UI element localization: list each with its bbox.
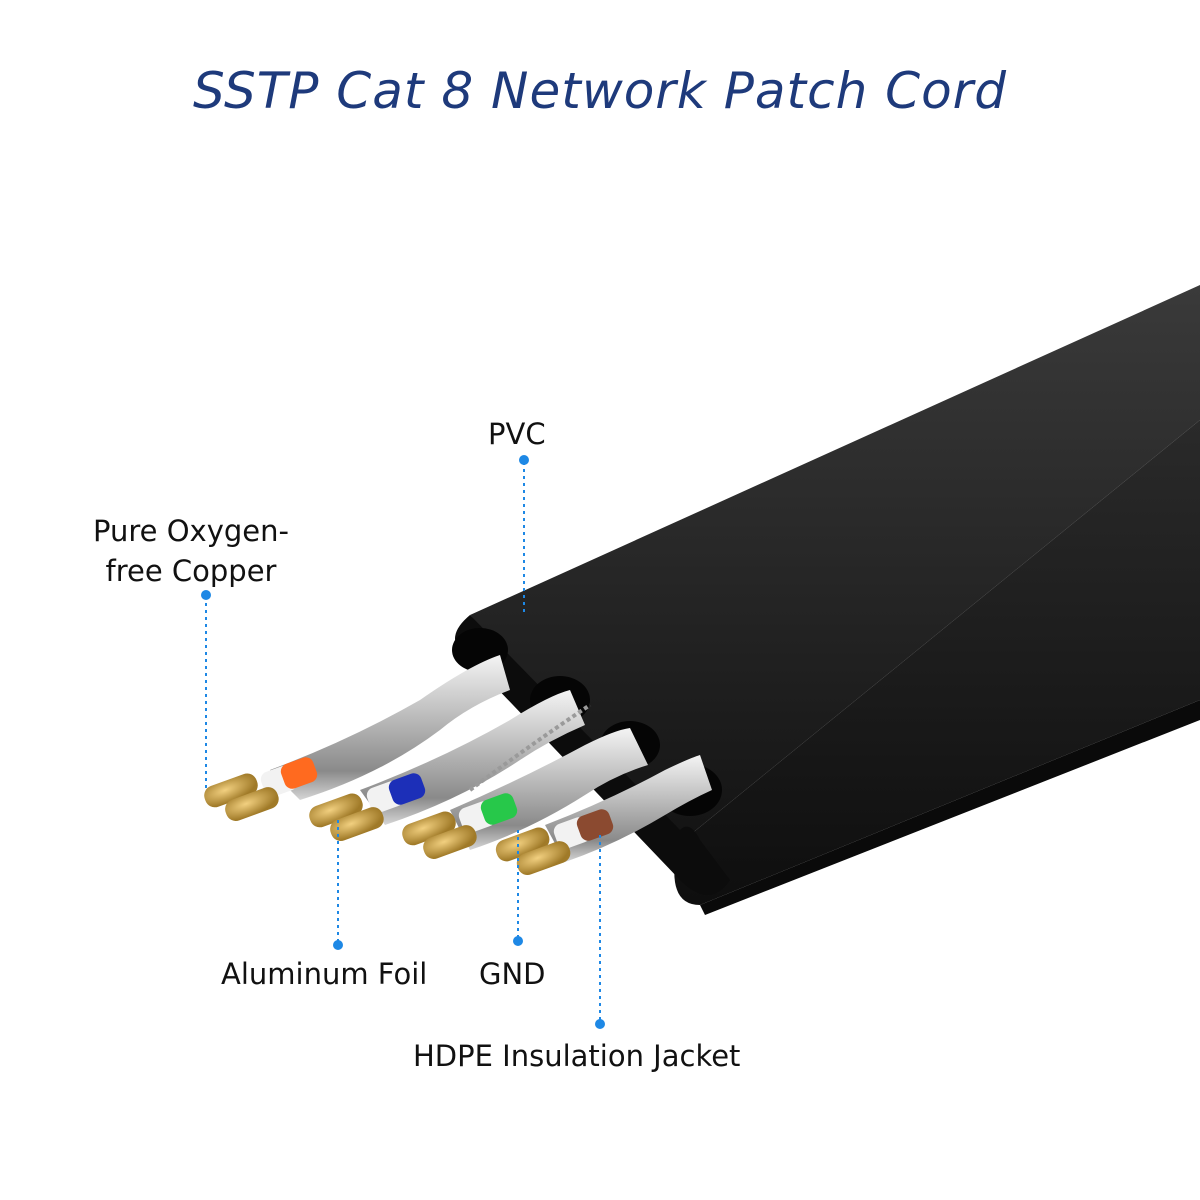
label-hdpe-insulation-jacket: HDPE Insulation Jacket: [413, 1039, 741, 1073]
label-copper-line-2: free Copper: [105, 554, 277, 588]
foil-pair-1: [270, 655, 510, 800]
jacket-top-surface: [470, 285, 1200, 838]
label-pvc: PVC: [488, 417, 546, 451]
pair-2-insulation: [366, 773, 426, 813]
callout-dot-pvc: [519, 455, 529, 465]
diagram-title: SSTP Cat 8 Network Patch Cord: [193, 62, 1007, 120]
label-gnd: GND: [479, 957, 546, 991]
label-aluminum-foil: Aluminum Foil: [221, 957, 428, 991]
pair-3-insulation: [458, 793, 518, 833]
label-oxygen-free-copper: Pure Oxygen- free Copper: [93, 511, 289, 591]
gnd-drain-wire: [468, 703, 592, 792]
callout-dot-gnd: [513, 936, 523, 946]
callout-dot-copper: [201, 590, 211, 600]
jacket-side-surface: [674, 420, 1200, 905]
copper-conductors: [204, 773, 571, 876]
callout-dot-foil: [333, 940, 343, 950]
callout-dot-hdpe: [595, 1019, 605, 1029]
pair-4-insulation: [553, 809, 614, 849]
label-copper-line-1: Pure Oxygen-: [93, 514, 289, 548]
